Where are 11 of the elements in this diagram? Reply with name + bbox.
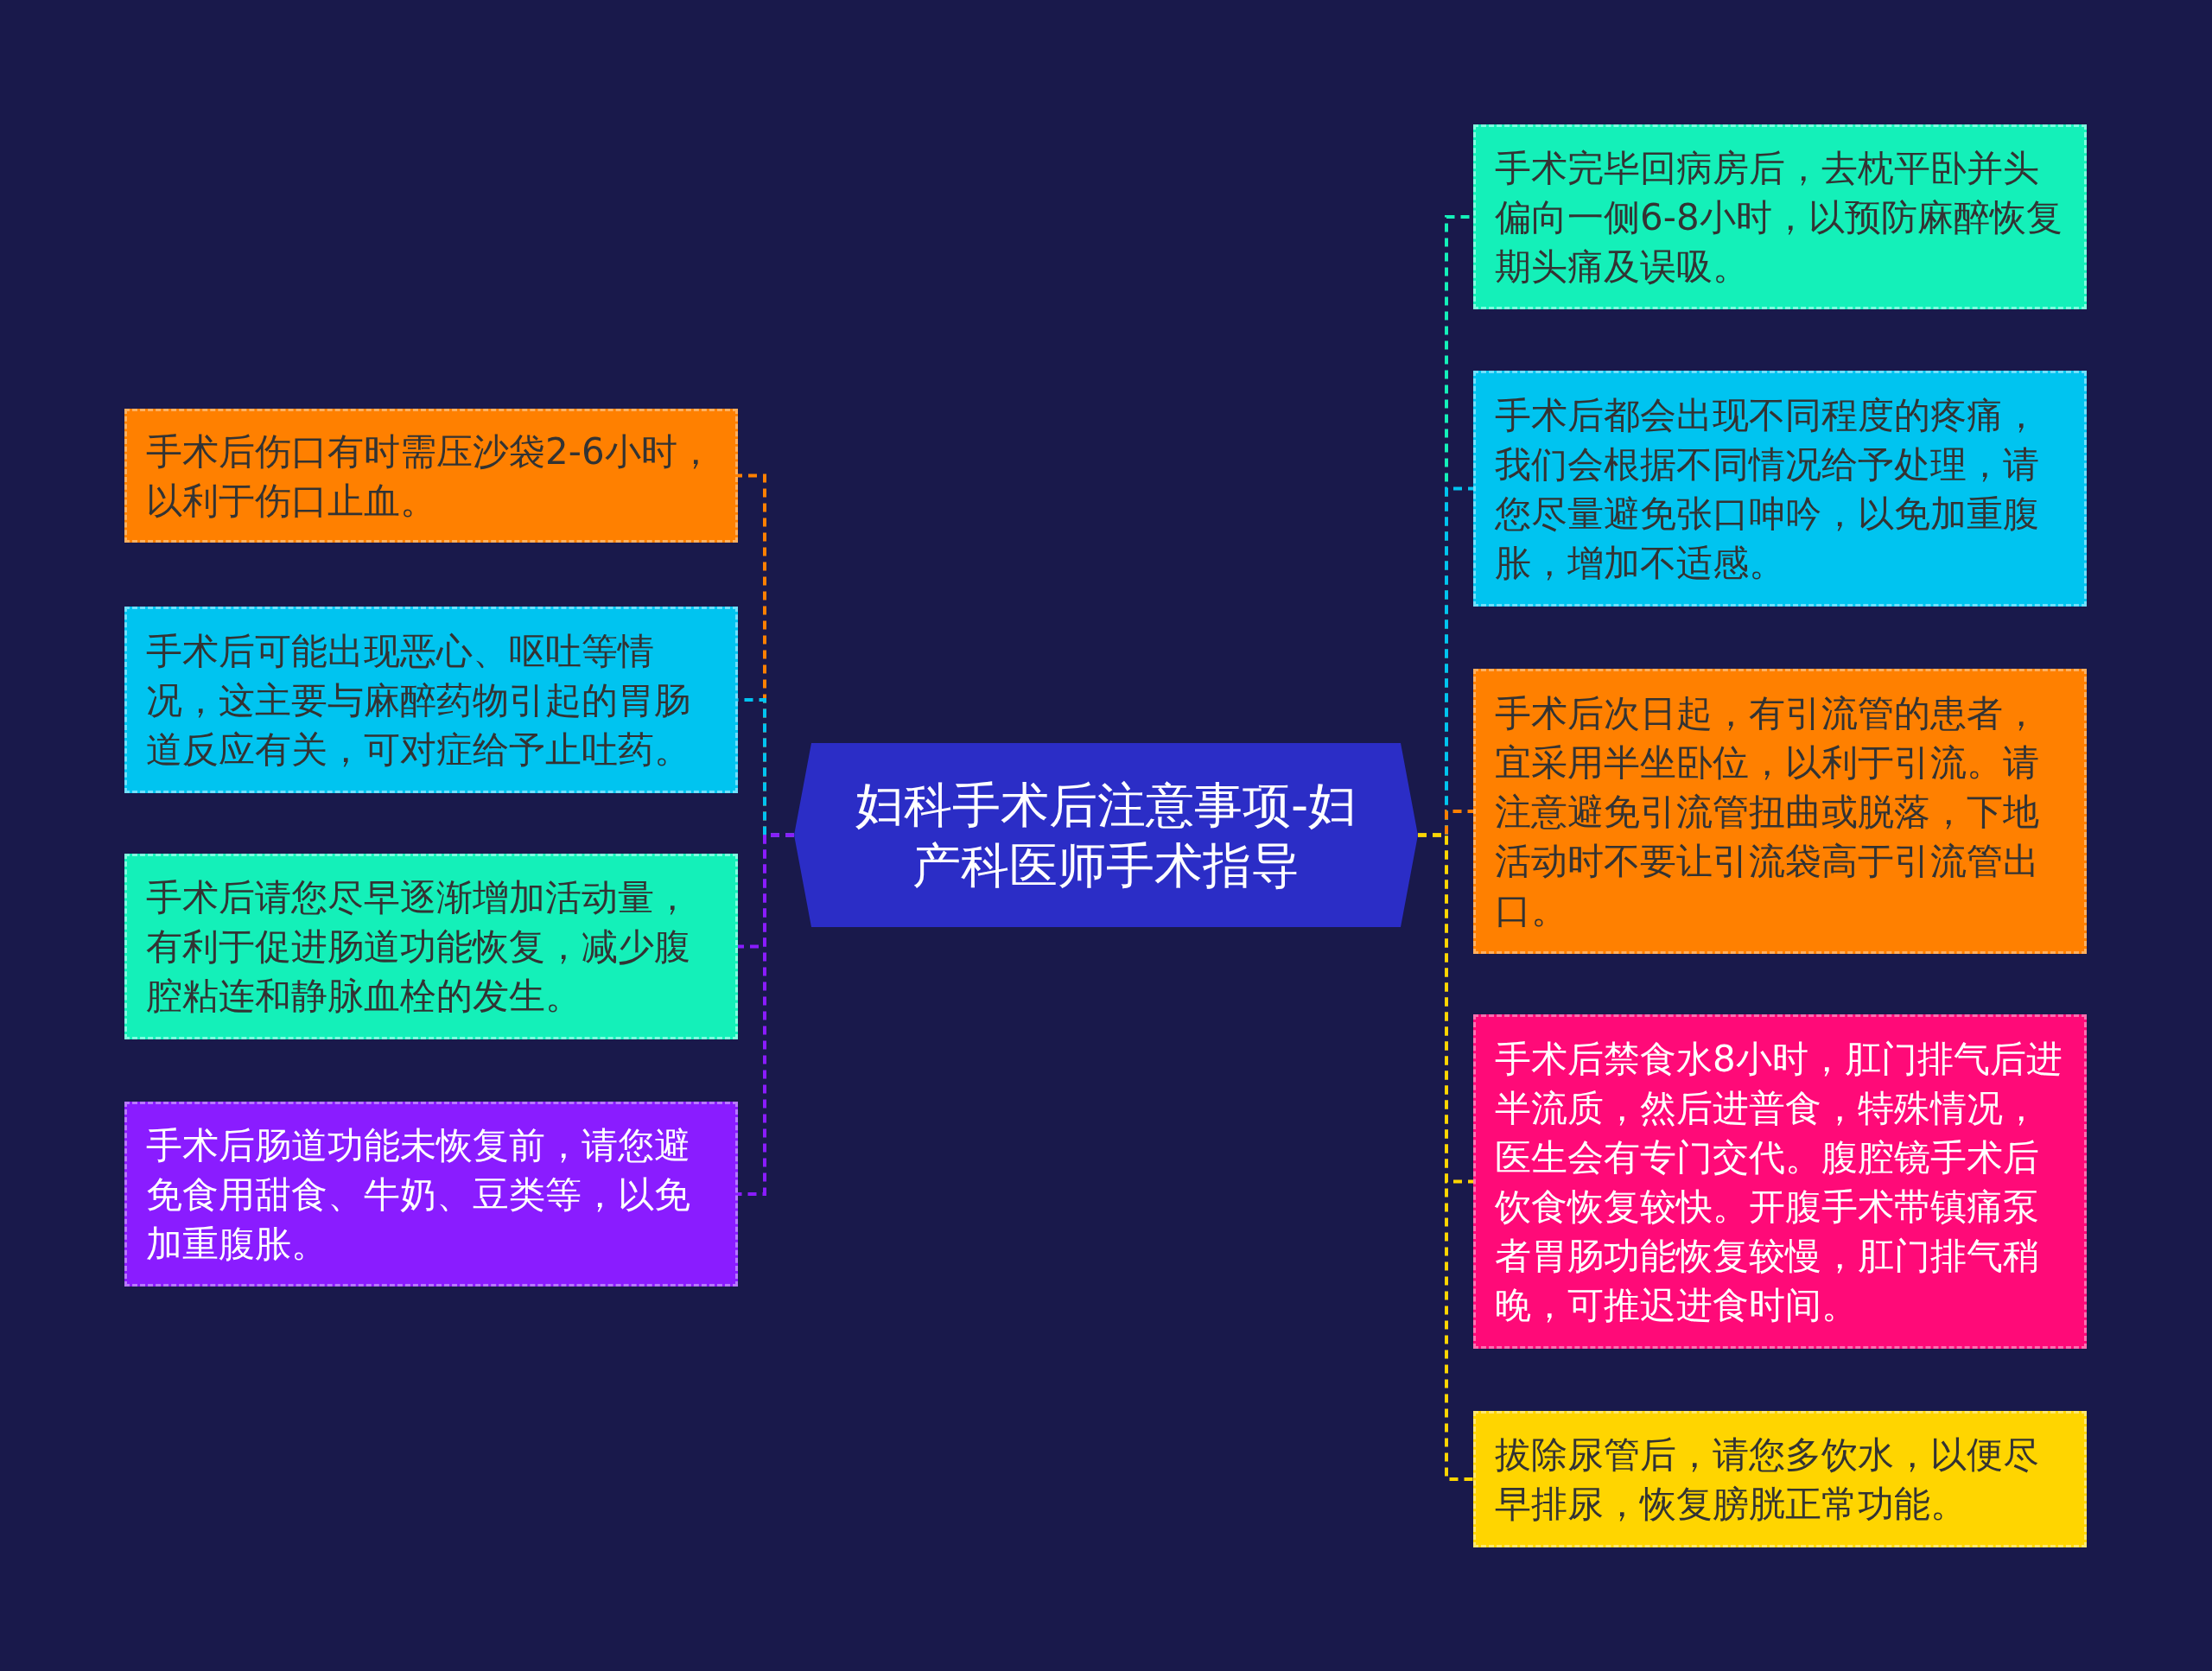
- topic-box: 手术后都会出现不同程度的疼痛，我们会根据不同情况给予处理，请您尽量避免张口呻吟，以免加重腹胀，增加不适感。: [1473, 371, 2087, 607]
- connector-line: [738, 833, 794, 1196]
- topic-box: 拔除尿管后，请您多饮水，以便尽早排尿，恢复膀胱正常功能。: [1473, 1411, 2087, 1547]
- connector-line: [1418, 833, 1473, 1481]
- topic-box: 手术后可能出现恶心、呕吐等情况，这主要与麻醉药物引起的胃肠道反应有关，可对症给予止吐药。: [124, 607, 738, 793]
- topic-box: 手术后肠道功能未恢复前，请您避免食用甜食、牛奶、豆类等，以免加重腹胀。: [124, 1102, 738, 1287]
- topic-box: 手术后请您尽早逐渐增加活动量，有利于促进肠道功能恢复，减少腹腔粘连和静脉血栓的发生。: [124, 854, 738, 1039]
- topic-box: 手术后禁食水8小时，肛门排气后进半流质，然后进普食，特殊情况，医生会有专门交代。腹腔镜手术后饮食恢复较快。开腹手术带镇痛泵者胃肠功能恢复较慢，肛门排气稍晚，可推迟进食时间。: [1473, 1014, 2087, 1349]
- topic-box: 手术完毕回病房后，去枕平卧并头偏向一侧6-8小时，以预防麻醉恢复期头痛及误吸。: [1473, 124, 2087, 309]
- topic-box: 手术后伤口有时需压沙袋2-6小时，以利于伤口止血。: [124, 409, 738, 543]
- topic-box: 手术后次日起，有引流管的患者，宜采用半坐卧位，以利于引流。请注意避免引流管扭曲或脱落，下地活动时不要让引流袋高于引流管出口。: [1473, 669, 2087, 954]
